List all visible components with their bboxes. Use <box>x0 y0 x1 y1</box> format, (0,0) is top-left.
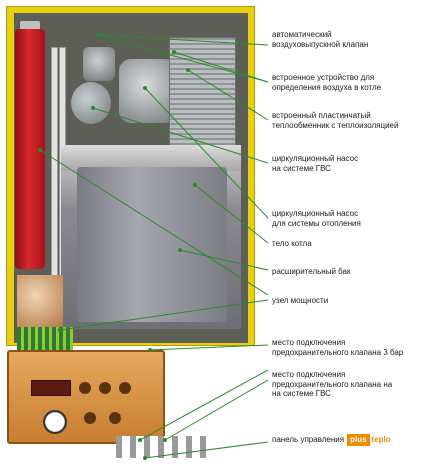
label-pump-heating: циркуляционный насос для системы отоплен… <box>272 209 361 228</box>
label-plate-heat-exchanger: встроенный пластинчатый теплообменник с … <box>272 111 399 130</box>
knob <box>84 412 96 424</box>
control-panel-caption-text: панель управления <box>272 435 345 444</box>
knob <box>99 382 111 394</box>
pump-dhw <box>71 82 111 124</box>
label-power-unit: узел мощности <box>272 296 329 305</box>
control-display <box>31 380 71 396</box>
boiler-frame <box>6 6 255 355</box>
pressure-gauge <box>43 410 67 434</box>
label-expansion-tank: расширительный бак <box>272 267 351 276</box>
label-safety-valve-3bar: место подключения предохранительного кла… <box>272 338 404 357</box>
air-detection-device <box>83 47 115 81</box>
label-air-detection-device: встроенное устройство для определения во… <box>272 73 382 92</box>
insulation-pad <box>17 275 63 327</box>
heating-element <box>51 47 58 299</box>
plate-heat-exchanger <box>169 37 236 154</box>
brand-logo-plus: plus <box>347 434 370 446</box>
label-pump-dhw: циркуляционный насос на системе ГВС <box>272 154 359 173</box>
connection-pipes <box>116 436 206 458</box>
knob <box>109 412 121 424</box>
expansion-tank <box>77 167 227 322</box>
control-panel <box>7 350 165 444</box>
label-safety-valve-dhw: место подключения предохранительного кла… <box>272 370 393 398</box>
brand-logo-teplo: teplo <box>371 435 391 444</box>
knob <box>119 382 131 394</box>
label-boiler-body: тело котла <box>272 239 312 248</box>
boiler-photo <box>6 6 255 459</box>
label-air-vent-valve: автоматический воздуховыпускной клапан <box>272 30 369 49</box>
red-tank <box>15 29 45 269</box>
knob <box>79 382 91 394</box>
